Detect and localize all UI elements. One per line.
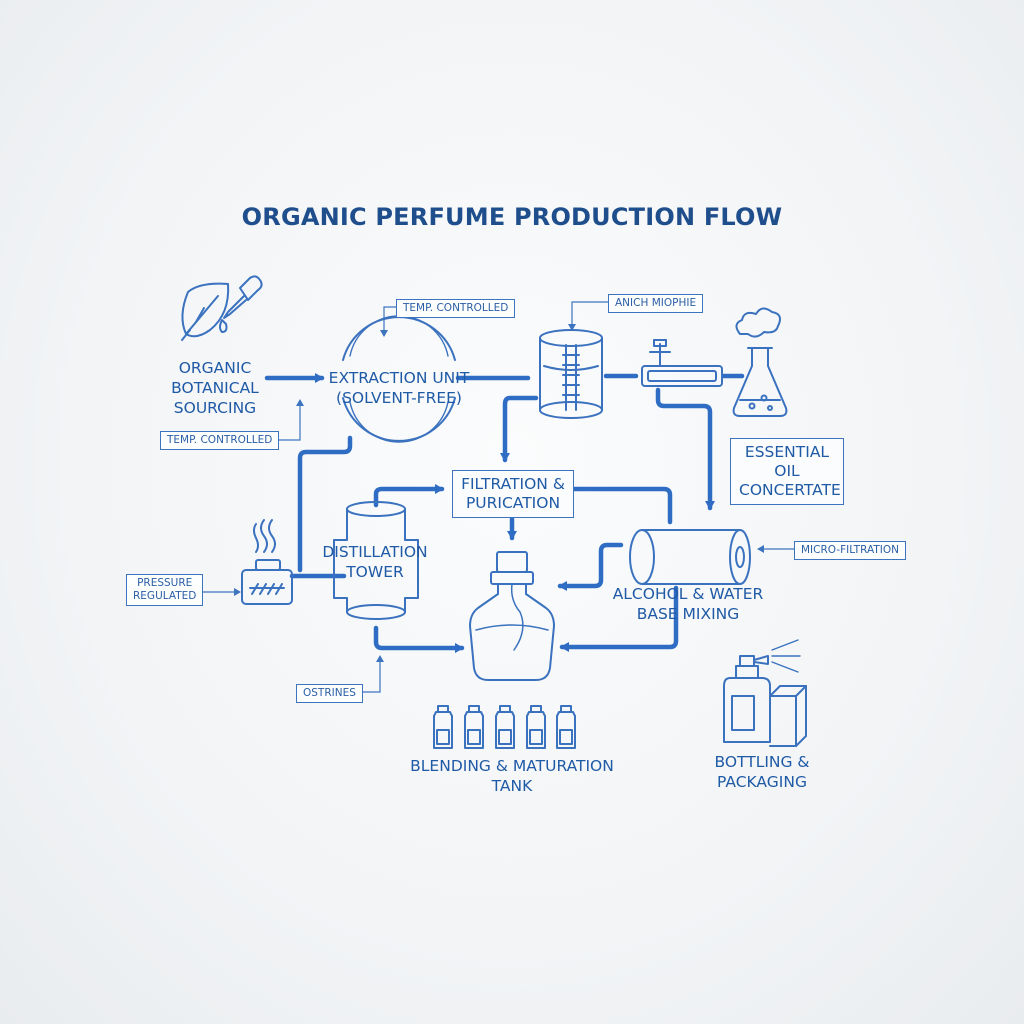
label-bottling-packaging: BOTTLING & PACKAGING <box>714 753 810 791</box>
tag-micro-filtration: MICRO-FILTRATION <box>794 541 906 560</box>
label-distillation-tower: DISTILLATION TOWER <box>322 543 428 581</box>
spray-bottle-icon <box>723 639 801 743</box>
arrow-distillation-to-filtration <box>373 484 445 508</box>
arrow-filtration-to-mixing <box>571 486 673 525</box>
distillation-tower-icon <box>333 501 419 620</box>
tag-pressure-regulated: PRESSURE REGULATED <box>126 574 204 606</box>
arrow-mixing-to-blending-bottom <box>559 585 679 652</box>
box-essential-oil: ESSENTIAL OIL CONCERTATE <box>730 438 844 505</box>
tag-temp-controlled-top: TEMP. CONTROLLED <box>396 299 516 318</box>
flask-icon <box>732 307 788 417</box>
valve-heater-icon <box>641 339 723 387</box>
tag-temp-controlled-left: TEMP. CONTROLLED <box>160 431 280 450</box>
tag-anich-miophie: ANICH MIOPHIE <box>608 294 704 313</box>
arrow-distillation-to-blending <box>373 625 465 653</box>
label-botanical-sourcing: ORGANIC BOTANICAL SOURCING <box>171 359 259 417</box>
boiler-icon <box>241 519 293 605</box>
perfume-bottle-icon <box>469 551 555 681</box>
package-box-icon <box>769 685 807 747</box>
tank-icon <box>539 329 603 419</box>
label-alcohol-water-mixing: ALCOHOL & WATER BASE MIXING <box>612 585 764 623</box>
label-extraction-unit: EXTRACTION UNIT (SOLVENT-FREE) <box>328 369 470 407</box>
tag-ostrines: OSTRINES <box>296 684 363 703</box>
mixing-cylinder-icon <box>629 529 751 585</box>
arrow-tank-to-filtration <box>500 395 539 463</box>
arrow-mixing-to-blending-top <box>557 542 624 591</box>
small-bottles-icon <box>433 705 576 749</box>
box-filtration-purification: FILTRATION & PURICATION <box>452 470 574 518</box>
dropper-icon <box>219 275 263 333</box>
arrow-extraction-to-heater-pipe <box>297 435 353 573</box>
arrow-heater-to-essential-oil <box>655 387 715 511</box>
page-title: ORGANIC PERFUME PRODUCTION FLOW <box>241 203 783 231</box>
leaf-icon <box>181 282 230 341</box>
label-blending-maturation: BLENDING & MATURATION TANK <box>410 757 614 795</box>
